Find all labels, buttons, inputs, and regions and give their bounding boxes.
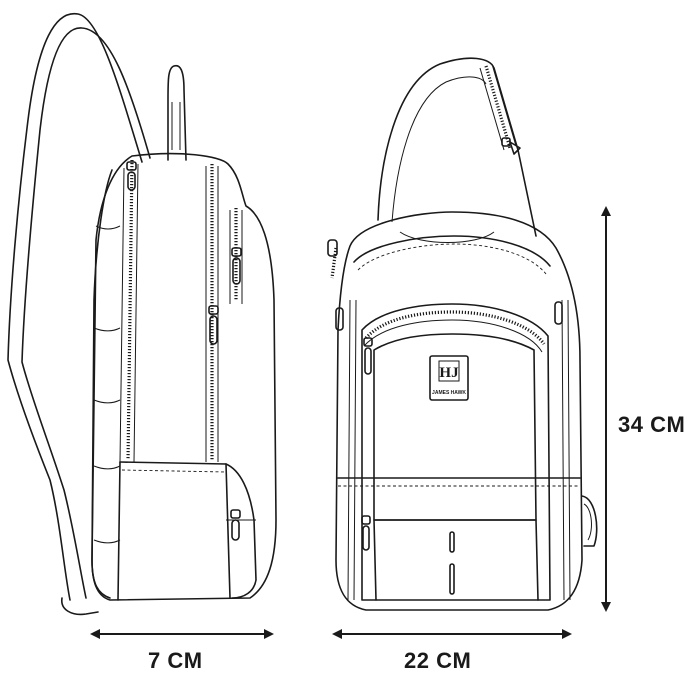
side-zipper-pull-3 — [231, 247, 242, 285]
height-label: 34 CM — [618, 412, 686, 437]
side-back-pad-4 — [93, 465, 121, 470]
side-zipper-pull-4 — [230, 509, 241, 541]
side-back-pad-5 — [93, 539, 121, 544]
side-zipper-main-edge — [119, 163, 139, 463]
side-strap-ring — [61, 597, 99, 616]
side-zipper-pull-2 — [208, 305, 219, 345]
front-bottom-zipper-pull — [361, 515, 371, 551]
front-right-seam — [561, 299, 571, 601]
side-body-outline — [91, 152, 277, 601]
width-label: 22 CM — [404, 648, 472, 673]
side-zipper-pull-1 — [126, 161, 137, 191]
front-right-side-pull — [554, 301, 563, 325]
front-body-outline — [335, 211, 583, 611]
side-back-panel — [91, 169, 113, 599]
front-reflector-bottom — [449, 563, 455, 595]
side-lower-seam-dash — [121, 469, 227, 473]
side-back-pad-1 — [95, 225, 121, 230]
height-dimension-line — [601, 206, 611, 612]
front-left-side-pull — [335, 307, 344, 331]
depth-dimension-line — [90, 629, 274, 639]
side-front-pocket-curve — [225, 463, 257, 599]
front-arch-zip — [364, 310, 546, 345]
front-left-zip — [330, 247, 338, 279]
front-strap-zipper-pull — [501, 137, 521, 155]
front-reflector-top — [449, 531, 455, 553]
front-top-strap-inner — [391, 76, 487, 223]
front-left-seam — [347, 299, 357, 601]
side-back-pad-2 — [93, 327, 121, 332]
front-top-strap — [377, 57, 537, 237]
front-upper-panel — [353, 235, 551, 267]
front-usb-port — [581, 495, 598, 547]
side-zipper-main — [126, 159, 134, 461]
front-arch-zipper-pull — [363, 337, 373, 375]
front-arch-pocket — [361, 303, 551, 601]
side-shoulder-strap-inner — [21, 27, 151, 599]
side-lower-pocket — [117, 461, 231, 601]
side-zipper-pocket-edge — [229, 210, 243, 304]
side-view — [7, 12, 277, 616]
side-lower-seam — [119, 461, 227, 465]
front-upper-panel-dash — [357, 243, 547, 275]
depth-label: 7 CM — [148, 648, 203, 673]
side-back-pad-3 — [93, 399, 121, 404]
brand-name: JAMES HAWK — [432, 390, 466, 396]
front-strap-zip-edge — [479, 63, 517, 151]
front-arch-zip-edge — [363, 319, 543, 353]
width-dimension-line — [332, 629, 572, 639]
front-view — [327, 57, 598, 611]
front-inner-pocket — [373, 333, 537, 521]
front-left-zip-pull — [327, 239, 338, 257]
front-bottom-pocket — [373, 519, 539, 601]
front-usb-cable — [583, 503, 592, 541]
front-strap-zip — [484, 65, 512, 149]
side-top-handle — [167, 64, 187, 161]
side-shoulder-strap — [7, 12, 143, 601]
brand-monogram: HJ — [439, 365, 459, 381]
front-strap-base — [399, 231, 495, 243]
brand-badge — [429, 355, 469, 401]
side-top-handle-inner — [171, 102, 181, 150]
